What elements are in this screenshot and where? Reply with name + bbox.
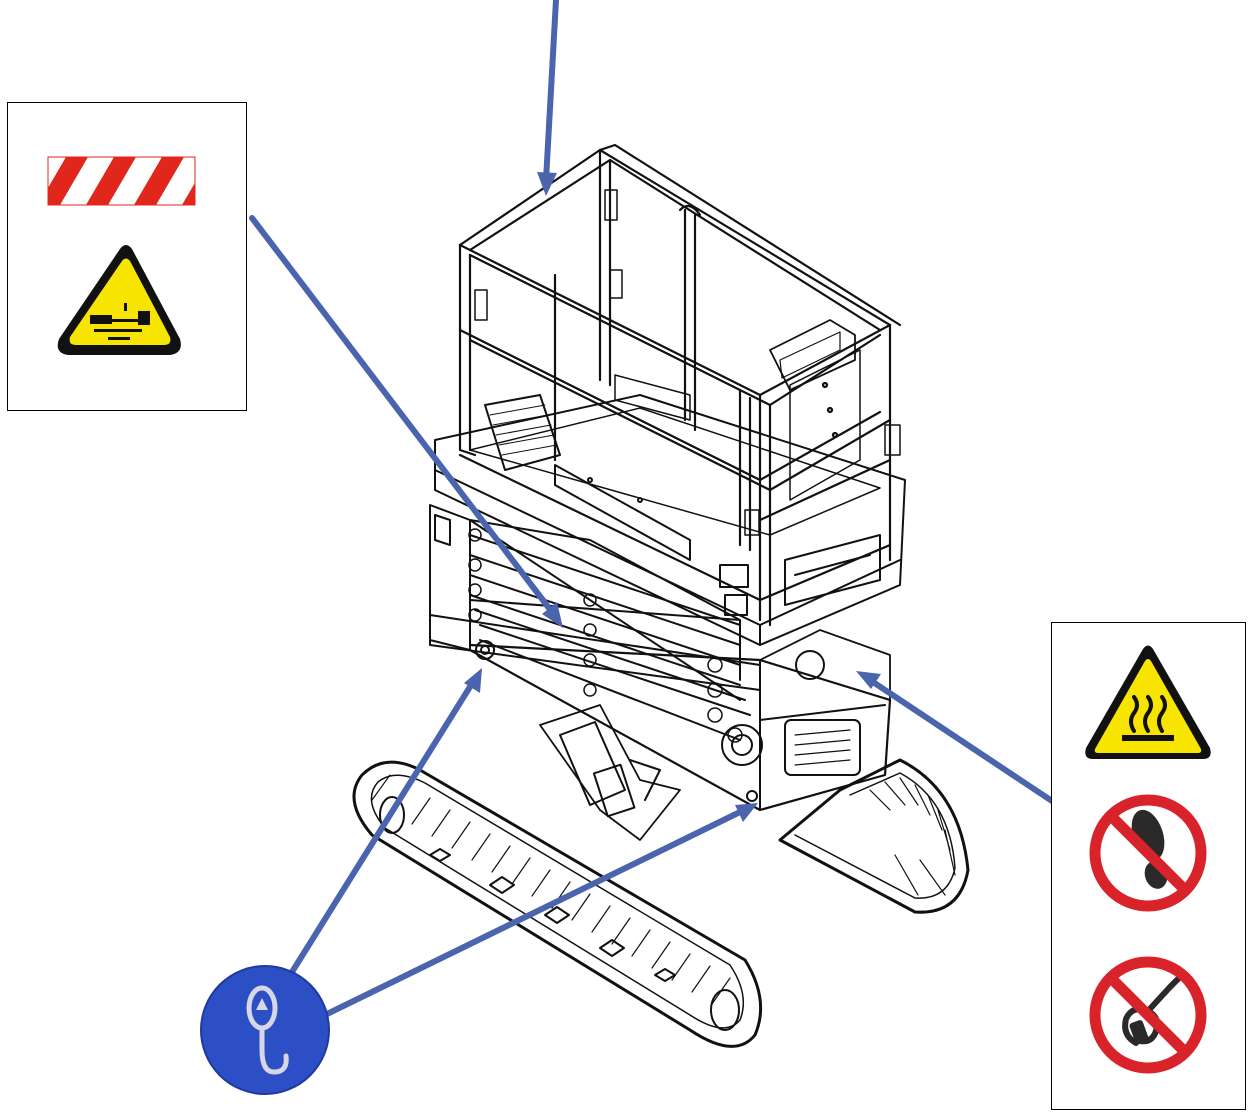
hot-surface-warning-icon — [1085, 645, 1211, 759]
red-white-hazard-stripe-icon — [47, 156, 196, 206]
left-callout-panel — [7, 102, 247, 411]
arrow-to-scissor-stack — [249, 215, 563, 628]
no-pressure-washing-icon — [1089, 956, 1207, 1074]
guardrails — [458, 143, 902, 627]
arrow-to-guardrail — [537, 0, 559, 196]
chassis-base — [468, 629, 892, 812]
callout-arrows — [249, 0, 1055, 1018]
arrow-to-engine-compartment — [856, 671, 1055, 804]
lifting-hook-point-icon — [200, 965, 330, 1095]
platform-deck — [434, 394, 906, 646]
arrow-to-front-lift-point — [289, 668, 482, 975]
no-stepping-icon — [1089, 794, 1207, 912]
crushing-hazard-triangle-icon — [57, 245, 181, 355]
arrow-to-rear-lift-point — [322, 803, 758, 1018]
scissor-stack — [429, 504, 761, 743]
right-crawler-track — [778, 758, 970, 914]
right-callout-panel — [1051, 622, 1246, 1110]
undercarriage — [539, 704, 681, 841]
left-crawler-track — [352, 760, 763, 1048]
